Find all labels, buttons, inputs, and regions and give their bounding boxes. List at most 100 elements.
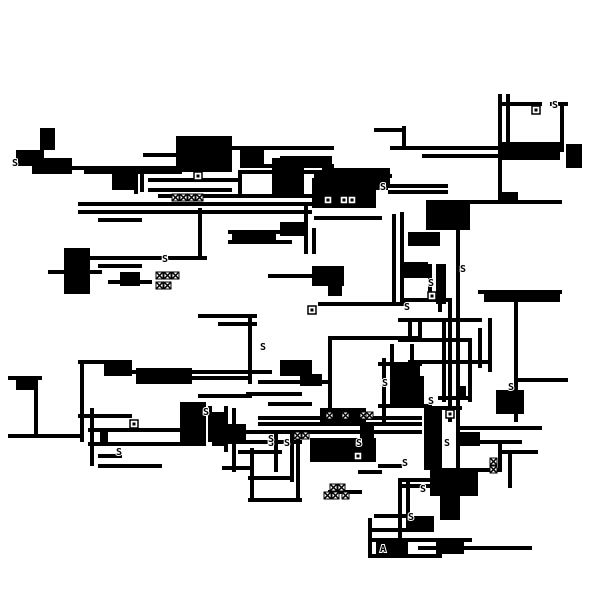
crate-cross-b (163, 271, 172, 280)
item-layer (129, 105, 541, 500)
wall-block-18 (312, 266, 344, 286)
wall-block-35 (440, 494, 460, 520)
crate-cross-b (337, 483, 346, 492)
crate-tile-22 (301, 431, 310, 440)
spawn-marker-9: S (380, 182, 386, 193)
crate-cross-b (171, 193, 180, 202)
item-box-core (350, 198, 354, 202)
crate-tile-12 (323, 491, 332, 500)
marker-layer: S S S S S S S S S S S S S S S S S S S S … (11, 99, 559, 556)
item-box-7 (445, 409, 455, 419)
crate-tile-20 (365, 411, 374, 420)
crate-cross-b (341, 411, 350, 420)
spawn-marker-10: S (428, 278, 434, 289)
item-box-3 (347, 195, 357, 205)
crate-tile-7 (171, 271, 180, 280)
spawn-marker-17: S (460, 264, 466, 275)
wall-block-37 (180, 402, 206, 446)
wall-block-47 (100, 428, 108, 444)
spawn-marker-20: S (420, 484, 426, 495)
crate-tile-16 (489, 465, 498, 474)
spawn-marker-18: S (268, 434, 274, 445)
crate-tile-15 (489, 457, 498, 466)
crate-tile-6 (163, 271, 172, 280)
wall-block-43 (496, 390, 524, 414)
crate-cross-b (489, 457, 498, 466)
spawn-marker-4: S (203, 407, 209, 418)
item-box-core (430, 294, 434, 298)
wall-block-45 (376, 540, 408, 556)
crate-cross-b (331, 491, 340, 500)
wall-block-34 (430, 470, 478, 496)
crate-cross-b (163, 281, 172, 290)
wall-block-12 (426, 200, 470, 230)
item-box-4 (427, 291, 437, 301)
item-box-core (342, 198, 346, 202)
spawn-marker-11: S (404, 302, 410, 313)
wall-block-33 (424, 406, 442, 470)
crate-cross-b (293, 431, 302, 440)
spawn-marker-19: S (402, 458, 408, 469)
spawn-marker-16: S (552, 100, 558, 111)
spawn-marker-2: S (116, 447, 122, 458)
spawn-marker-6: S (268, 438, 274, 449)
item-box-core (356, 454, 360, 458)
spawn-marker-15: S (508, 382, 514, 393)
crate-tile-2 (179, 193, 188, 202)
wall-block-29 (280, 360, 312, 376)
wall-block-41 (360, 424, 374, 456)
wall-block-23 (566, 144, 582, 168)
crate-cross-b (341, 491, 350, 500)
wall-block-13 (408, 232, 440, 246)
crate-cross-b (195, 193, 204, 202)
crate-cross-b (301, 431, 310, 440)
crate-tile-14 (341, 491, 350, 500)
item-box-core (448, 412, 452, 416)
crate-tile-8 (155, 281, 164, 290)
crate-tile-10 (329, 483, 338, 492)
item-box-2 (339, 195, 349, 205)
spawn-marker-8: S (356, 438, 362, 449)
spawn-marker-13: S (444, 438, 450, 449)
spawn-marker-14: S (408, 512, 414, 523)
spawn-marker-5: S (260, 342, 266, 353)
spawn-marker-21: S (382, 378, 388, 389)
wall-block-22 (500, 142, 560, 160)
wall-block-6 (240, 150, 264, 168)
item-box-core (132, 422, 136, 426)
crate-tile-1 (171, 193, 180, 202)
item-box-core (310, 308, 314, 312)
item-box-10 (307, 305, 317, 315)
spawn-marker-1: S (12, 158, 18, 169)
crate-cross-b (187, 193, 196, 202)
wall-block-24 (502, 192, 518, 202)
crate-cross-b (329, 483, 338, 492)
wall-layer (8, 94, 582, 558)
item-box-core (534, 108, 538, 112)
item-box-core (196, 174, 200, 178)
spawn-marker-7: S (284, 438, 290, 449)
crate-tile-3 (187, 193, 196, 202)
wall-block-44 (456, 386, 466, 398)
crate-cross-b (155, 281, 164, 290)
crate-tile-5 (155, 271, 164, 280)
wall-block-38 (212, 412, 226, 446)
wall-block-19 (328, 282, 342, 296)
crate-tile-18 (341, 411, 350, 420)
item-box-6 (531, 105, 541, 115)
crate-tile-9 (163, 281, 172, 290)
wall-block-14 (400, 262, 428, 278)
crate-cross-b (325, 411, 334, 420)
spawn-marker-12: S (428, 396, 434, 407)
crate-tile-11 (337, 483, 346, 492)
spawn-marker-3: S (162, 254, 168, 265)
wall-block-4 (176, 136, 232, 172)
wall-block-32 (390, 376, 424, 404)
crate-cross-b (365, 411, 374, 420)
crate-cross-b (323, 491, 332, 500)
wall-block-10 (322, 168, 388, 190)
item-box-9 (323, 195, 333, 205)
wall-block-1 (40, 128, 55, 150)
